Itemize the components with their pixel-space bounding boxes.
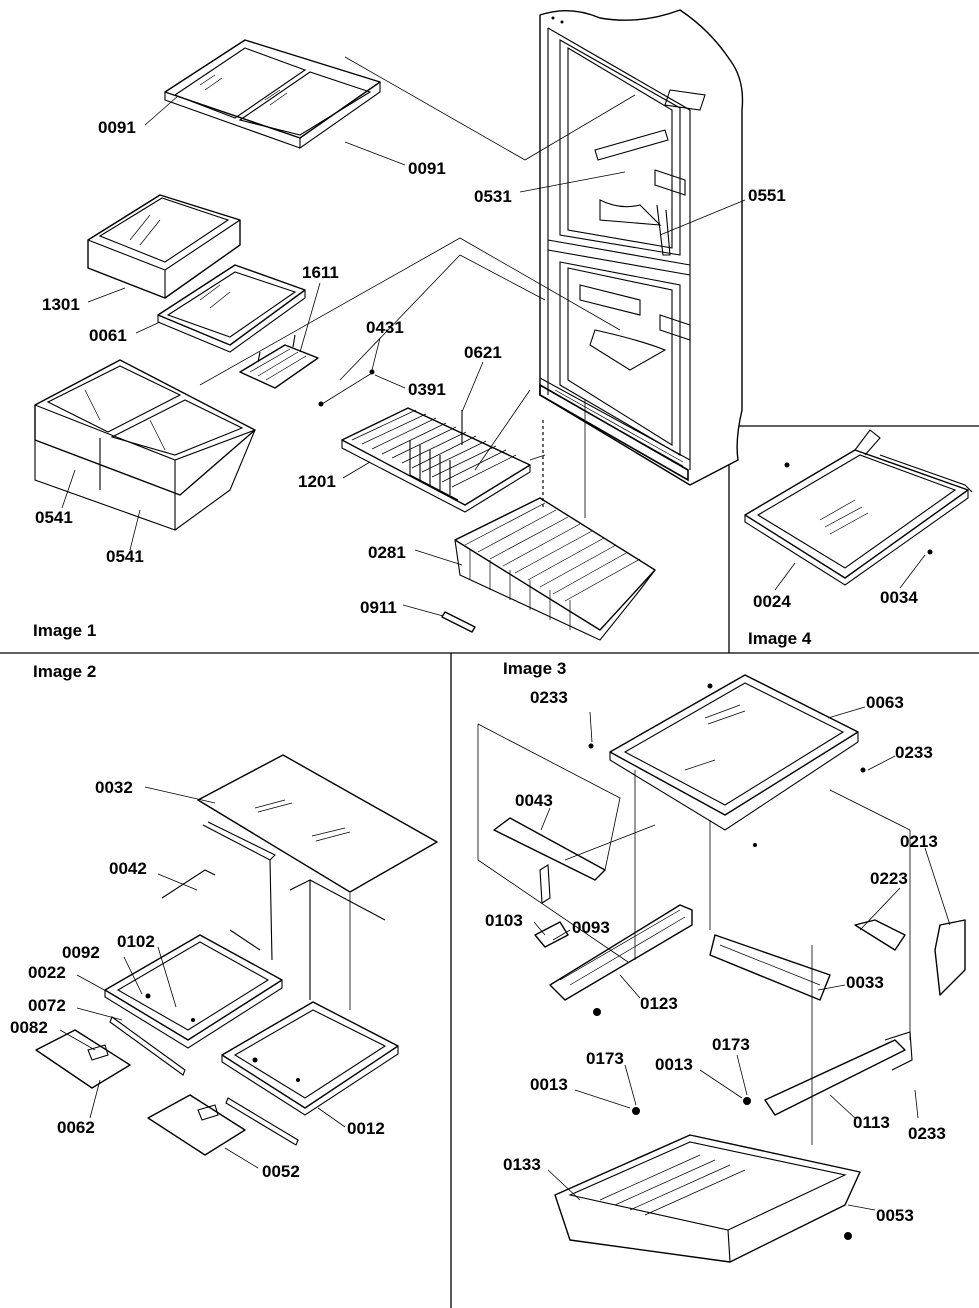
callout-0173: 0173 (586, 1049, 624, 1068)
callout-0093: 0093 (572, 918, 610, 937)
callout-1301: 1301 (42, 295, 80, 314)
callout-0042: 0042 (109, 859, 147, 878)
wire-basket-0281 (454, 497, 656, 641)
callout-0213: 0213 (900, 832, 938, 851)
callout-0052: 0052 (262, 1162, 300, 1181)
image4-panel: 0024 0034 Image 4 (744, 429, 973, 648)
callout-0061: 0061 (89, 326, 127, 345)
crisper-frame-right (221, 1001, 399, 1146)
callout-0032: 0032 (95, 778, 133, 797)
callout-0024: 0024 (753, 592, 791, 611)
callout-0391: 0391 (408, 380, 446, 399)
callout-0043: 0043 (515, 791, 553, 810)
refrigerator-cabinet (539, 9, 744, 486)
callout-0173: 0173 (712, 1035, 750, 1054)
glass-shelf-image4 (744, 429, 973, 586)
image1-panel: 0091 0091 0531 0551 1301 0061 1611 0431 … (33, 9, 786, 641)
callout-0013: 0013 (655, 1055, 693, 1074)
callout-1201: 1201 (298, 472, 336, 491)
callout-1611: 1611 (302, 263, 339, 282)
callout-0123: 0123 (640, 994, 678, 1013)
callout-0072: 0072 (28, 996, 66, 1015)
wire-shelf-1201 (341, 407, 531, 513)
leader-lines-image2 (59, 786, 346, 1169)
callout-0281: 0281 (368, 543, 406, 562)
glass-shelf-0091 (164, 39, 381, 150)
panel-label-image1: Image 1 (33, 621, 96, 640)
frames-image2 (161, 821, 386, 1010)
callout-0541: 0541 (35, 508, 73, 527)
callout-0034: 0034 (880, 588, 918, 607)
shelf-0061 (157, 264, 306, 353)
callout-0621: 0621 (464, 343, 502, 362)
screws-0431-0391 (318, 369, 375, 407)
callout-0102: 0102 (117, 932, 155, 951)
covers-image2 (35, 1029, 246, 1156)
crisper-frame-left (104, 934, 283, 1076)
part-0911 (441, 611, 476, 633)
callout-0223: 0223 (870, 869, 908, 888)
parts-image3-middle (493, 817, 966, 1116)
assembly-lines-image3 (477, 723, 911, 1145)
callout-0012: 0012 (347, 1119, 385, 1138)
callout-0013: 0013 (530, 1075, 568, 1094)
part-1611 (239, 334, 319, 389)
callout-0092: 0092 (62, 943, 100, 962)
callout-0082: 0082 (10, 1018, 48, 1037)
callout-0531: 0531 (474, 187, 512, 206)
callout-0062: 0062 (57, 1118, 95, 1137)
callout-0091: 0091 (98, 118, 136, 137)
leader-lines-image3 (533, 706, 951, 1211)
crisper-pans-0541 (34, 359, 256, 531)
callout-0233: 0233 (895, 743, 933, 762)
callout-0033: 0033 (846, 973, 884, 992)
callout-0103: 0103 (485, 911, 523, 930)
image3-panel: 0233 0063 0233 0043 0213 0223 0103 0093 … (477, 659, 966, 1263)
callout-0022: 0022 (28, 963, 66, 982)
callout-0431: 0431 (366, 318, 404, 337)
panel-label-image3: Image 3 (503, 659, 566, 678)
callout-0133: 0133 (503, 1155, 541, 1174)
crisper-drawer-0133 (554, 1134, 861, 1263)
callout-0233: 0233 (530, 688, 568, 707)
shelf-0063 (588, 674, 866, 847)
callout-0053: 0053 (876, 1206, 914, 1225)
leader-lines-image1 (61, 95, 746, 617)
image2-panel: 0032 0042 0092 0102 0022 0072 0082 0062 … (10, 662, 438, 1181)
leader-lines-image4 (774, 554, 926, 591)
panel-label-image2: Image 2 (33, 662, 96, 681)
callout-0091: 0091 (408, 159, 446, 178)
callout-0063: 0063 (866, 693, 904, 712)
panel-label-image4: Image 4 (748, 629, 812, 648)
callout-0113: 0113 (853, 1113, 890, 1132)
callout-0541: 0541 (106, 547, 144, 566)
callout-0551: 0551 (748, 186, 786, 205)
crisper-drawer-1301 (87, 194, 241, 299)
callouts-image1: 0091 0091 0531 0551 1301 0061 1611 0431 … (33, 118, 786, 640)
callout-0911: 0911 (360, 598, 397, 617)
callout-0233: 0233 (908, 1124, 946, 1143)
glass-plate-0032 (197, 754, 438, 893)
